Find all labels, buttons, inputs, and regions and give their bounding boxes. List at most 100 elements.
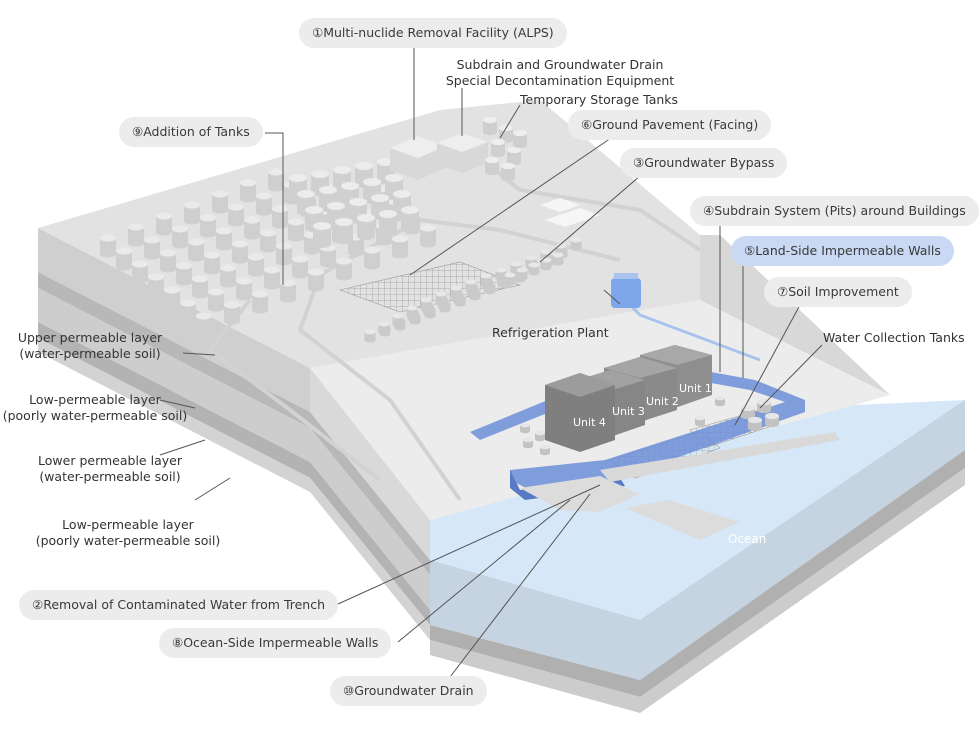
storage-tank bbox=[264, 266, 280, 290]
layer-low-permeable-1: Low-permeable layer (poorly water-permea… bbox=[0, 392, 190, 424]
storage-tank bbox=[156, 212, 172, 236]
tank-farm bbox=[100, 157, 436, 336]
layer-lower-title: Lower permeable layer bbox=[38, 453, 182, 468]
site-tank bbox=[523, 437, 533, 449]
storage-tank bbox=[132, 260, 148, 284]
storage-tank bbox=[236, 277, 252, 301]
storage-tank bbox=[420, 224, 436, 248]
collection-tank bbox=[748, 416, 762, 432]
water-collection-tanks bbox=[520, 395, 779, 456]
storage-tank bbox=[248, 253, 264, 277]
label-refrigeration-plant: Refrigeration Plant bbox=[492, 325, 609, 340]
temporary-tank bbox=[483, 116, 497, 136]
label-subdrain-equipment: Subdrain and Groundwater Drain Special D… bbox=[440, 57, 680, 89]
storage-tank bbox=[268, 168, 284, 192]
storage-tank bbox=[392, 235, 408, 259]
temporary-storage-tanks bbox=[483, 116, 527, 182]
unit-1-label: Unit 1 bbox=[679, 382, 712, 395]
callout-land-side-walls: ⑤Land-Side Impermeable Walls bbox=[731, 236, 954, 266]
label-temporary-storage: Temporary Storage Tanks bbox=[520, 92, 679, 107]
storage-tank bbox=[192, 275, 208, 299]
layer-low2-sub: (poorly water-permeable soil) bbox=[35, 533, 221, 548]
storage-tank bbox=[184, 201, 200, 225]
soil-layers bbox=[38, 228, 430, 640]
storage-tank bbox=[260, 229, 276, 253]
storage-tank bbox=[228, 203, 244, 227]
layer-low-permeable-2: Low-permeable layer (poorly water-permea… bbox=[33, 517, 223, 549]
label-subdrain-line1: Subdrain and Groundwater Drain bbox=[456, 57, 664, 72]
storage-tank bbox=[313, 221, 331, 249]
collection-tank bbox=[757, 398, 771, 414]
storage-tank bbox=[188, 238, 204, 262]
small-tank bbox=[378, 321, 390, 335]
small-tank bbox=[420, 297, 432, 311]
storage-tank bbox=[172, 225, 188, 249]
small-tank bbox=[552, 252, 564, 266]
layer-upper-sub: (water-permeable soil) bbox=[19, 346, 161, 361]
site-tank bbox=[535, 430, 545, 442]
site-tank bbox=[695, 415, 705, 427]
collection-tank bbox=[765, 412, 779, 428]
small-tank bbox=[528, 262, 540, 276]
storage-tank bbox=[216, 227, 232, 251]
unit-3-label: Unit 3 bbox=[612, 405, 645, 418]
callout-groundwater-bypass: ③Groundwater Bypass bbox=[620, 148, 788, 178]
storage-tank bbox=[224, 301, 240, 325]
small-tank bbox=[480, 273, 492, 287]
storage-tank bbox=[308, 268, 324, 292]
site-tank bbox=[715, 395, 725, 407]
storage-tank bbox=[212, 190, 228, 214]
storage-tank bbox=[280, 279, 296, 303]
callout-addition-of-tanks: ⑨Addition of Tanks bbox=[119, 117, 263, 147]
storage-tank bbox=[144, 236, 160, 260]
storage-tank bbox=[336, 257, 352, 281]
site-tank bbox=[520, 422, 530, 434]
storage-tank bbox=[148, 273, 164, 297]
layer-low2-title: Low-permeable layer bbox=[62, 517, 194, 532]
callout-groundwater-drain: ⑩Groundwater Drain bbox=[330, 676, 487, 706]
small-tank bbox=[540, 257, 552, 271]
reactor-buildings: Unit 1 Unit 2 Unit 3 Unit 4 bbox=[545, 345, 712, 452]
temporary-tank bbox=[501, 162, 515, 182]
storage-tank bbox=[276, 242, 292, 266]
small-tank bbox=[406, 305, 418, 319]
unit-4-label: Unit 4 bbox=[573, 416, 606, 429]
storage-tank bbox=[232, 240, 248, 264]
callout-soil-improvement: ⑦Soil Improvement bbox=[764, 277, 912, 307]
ocean-label: Ocean bbox=[728, 532, 766, 546]
storage-tank bbox=[272, 205, 288, 229]
temporary-tank bbox=[491, 138, 505, 158]
storage-tank bbox=[244, 216, 260, 240]
callout-removal-trench: ②Removal of Contaminated Water from Tren… bbox=[19, 590, 339, 620]
storage-tank bbox=[176, 262, 192, 286]
storage-tank bbox=[335, 217, 353, 245]
layer-upper-title: Upper permeable layer bbox=[17, 330, 163, 345]
small-tank bbox=[435, 291, 447, 305]
small-tank bbox=[364, 329, 376, 343]
storage-tank bbox=[240, 179, 256, 203]
layer-low1-title: Low-permeable layer bbox=[29, 392, 161, 407]
small-tank bbox=[516, 267, 528, 281]
callout-alps: ①Multi-nuclide Removal Facility (ALPS) bbox=[299, 18, 567, 48]
storage-tank bbox=[200, 214, 216, 238]
small-tank bbox=[450, 285, 462, 299]
storage-tank bbox=[401, 205, 419, 233]
site-tank bbox=[540, 444, 550, 456]
storage-tank bbox=[220, 264, 236, 288]
unit-2-label: Unit 2 bbox=[646, 395, 679, 408]
alps-equipment bbox=[390, 133, 488, 180]
small-tank bbox=[570, 237, 582, 251]
storage-tank bbox=[288, 218, 304, 242]
small-tank bbox=[465, 279, 477, 293]
layer-lower-permeable: Lower permeable layer (water-permeable s… bbox=[20, 453, 200, 485]
storage-tank bbox=[364, 246, 380, 270]
callout-ocean-side-walls: ⑧Ocean-Side Impermeable Walls bbox=[159, 628, 392, 658]
small-tank bbox=[392, 313, 404, 327]
temporary-tank bbox=[507, 146, 521, 166]
storage-tank bbox=[357, 213, 375, 241]
temporary-tank bbox=[513, 129, 527, 149]
tank-cluster bbox=[364, 237, 582, 343]
label-water-collection-tanks: Water Collection Tanks bbox=[823, 330, 965, 345]
small-tank bbox=[504, 272, 516, 286]
layer-upper-permeable: Upper permeable layer (water-permeable s… bbox=[0, 330, 180, 362]
